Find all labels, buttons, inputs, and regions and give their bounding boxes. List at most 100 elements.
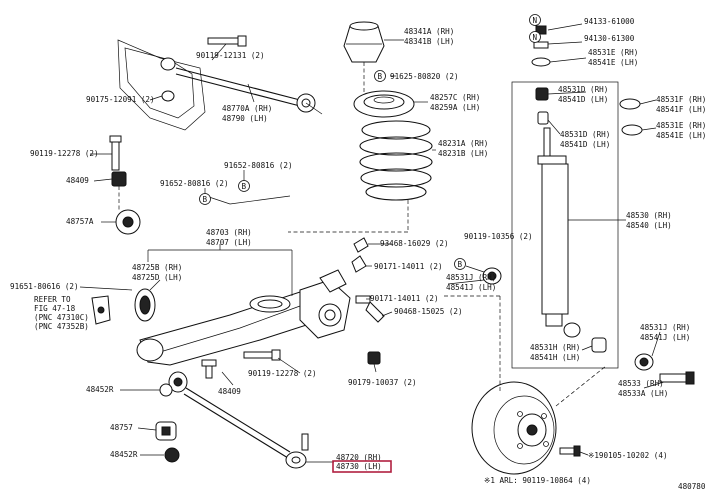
label-91652-left: 91652-80816 (2)	[160, 179, 229, 188]
part-number: (PNC 47310C)	[34, 313, 89, 322]
part-number: 48531F (RH)	[656, 95, 706, 104]
part-number: 48720 (RH)	[336, 453, 382, 462]
part-number: 48725B (RH)	[132, 263, 182, 272]
part-number: 48531J (RH)	[446, 273, 496, 282]
bump-stop-48341	[343, 21, 385, 63]
part-number: 48257C (RH)	[430, 93, 480, 102]
label-48231A: 48231A (RH) 48231B (LH)	[438, 139, 488, 158]
part-number: 48707 (LH)	[206, 238, 252, 247]
label-48452R-upper: 48452R	[86, 385, 114, 394]
label-90468: 90468-15025 (2)	[394, 307, 463, 316]
part-number: 48541H (LH)	[530, 353, 580, 362]
washer-48452R	[159, 383, 180, 463]
part-number: 91652-80816 (2)	[160, 179, 229, 188]
label-91625: 91625-80820 (2)	[390, 72, 459, 81]
part-number: REFER TO	[34, 295, 71, 304]
body-mount-bracket	[117, 39, 206, 131]
label-48530: 48530 (RH) 48540 (LH)	[626, 211, 672, 230]
label-90171-lower: 90171-14011 (2)	[370, 294, 439, 303]
part-number: 48452R	[86, 385, 114, 394]
part-number: 90119-10356 (2)	[464, 232, 533, 241]
bushing-48757A	[115, 209, 141, 235]
bolt-48533	[659, 371, 695, 385]
bolt-90119-12278-lower	[243, 349, 281, 361]
callout-letter: B	[242, 182, 247, 191]
part-number: 48757A	[66, 217, 94, 226]
label-48533: 48533 (RH) 48533A (LH)	[618, 379, 668, 398]
part-number: 48790 (LH)	[222, 114, 268, 123]
part-number: 90171-14011 (2)	[374, 262, 443, 271]
part-number: 48541E (LH)	[588, 58, 638, 67]
label-90171-upper: 90171-14011 (2)	[374, 262, 443, 271]
part-number: 48531E (RH)	[656, 121, 706, 130]
part-number: 90179-10037 (2)	[348, 378, 417, 387]
clip-93468	[351, 237, 369, 273]
bracket-refer	[91, 295, 111, 325]
part-number: 48409	[218, 387, 241, 396]
part-number: 48541J (LH)	[640, 333, 690, 342]
part-number: 94133-61000	[584, 17, 635, 26]
label-91652-right: 91652-80816 (2)	[224, 161, 293, 170]
part-number: 91651-80616 (2)	[10, 282, 79, 291]
part-number: ※1 ARL: 90119-10864 (4)	[484, 476, 591, 485]
callout-b-4: B	[454, 258, 466, 270]
label-footnote: ※1 ARL: 90119-10864 (4)	[484, 476, 591, 485]
bushing-48531J-right	[634, 353, 654, 371]
part-number: 90175-12091 (2)	[86, 95, 155, 104]
part-number: 48541D (LH)	[560, 140, 610, 149]
bushing-48531J-centre	[482, 267, 502, 285]
coil-spring-48231	[359, 120, 433, 201]
callout-letter: B	[378, 72, 383, 81]
part-number: 90119-12131 (2)	[196, 51, 265, 60]
shock-absorber-box	[511, 81, 619, 369]
bushing-48531D-upper	[535, 87, 549, 101]
label-48531J-centre: 48531J (RH) 48541J (LH)	[446, 273, 496, 292]
label-48452R-lower: 48452R	[110, 450, 138, 459]
callout-b-1: B	[374, 70, 386, 82]
part-number: 48531E (RH)	[588, 48, 638, 57]
label-90175-12091: 90175-12091 (2)	[86, 95, 155, 104]
callout-letter: N	[533, 33, 538, 42]
label-48531D-upper: 48531D (RH) 48541D (LH)	[558, 85, 608, 104]
bolt-90119-12278-upper	[109, 135, 122, 171]
part-number: 48703 (RH)	[206, 228, 252, 237]
part-number: (PNC 47352B)	[34, 322, 89, 331]
label-90119-12278-upper: 90119-12278 (2)	[30, 149, 99, 158]
part-number: 48530 (RH)	[626, 211, 672, 220]
nut-94133	[535, 25, 547, 35]
washer-94130	[533, 41, 549, 49]
retainer-48531E-top	[531, 57, 551, 67]
bushing-48531H	[591, 337, 607, 353]
part-number: 91625-80820 (2)	[390, 72, 459, 81]
part-number: 48541E (LH)	[656, 131, 706, 140]
label-48257C: 48257C (RH) 48259A (LH)	[430, 93, 480, 112]
part-number: 48231B (LH)	[438, 149, 488, 158]
part-number: 90119-12278 (2)	[30, 149, 99, 158]
retainer-48531F	[619, 98, 641, 110]
part-number: 48231A (RH)	[438, 139, 488, 148]
label-48531D-lower: 48531D (RH) 48541D (LH)	[560, 130, 610, 149]
bushing-48531D-lower	[537, 111, 549, 125]
part-number: 48541J (LH)	[446, 283, 496, 292]
callout-letter: B	[203, 195, 208, 204]
part-number: 48541D (LH)	[558, 95, 608, 104]
callout-b-2: B	[199, 193, 211, 205]
nut-48409	[111, 171, 127, 210]
part-number: 48531D (RH)	[560, 130, 610, 139]
callout-n-2: N	[529, 31, 541, 43]
label-94133: 94133-61000	[584, 17, 635, 26]
part-number: 48533A (LH)	[618, 389, 668, 398]
lower-control-rod	[168, 371, 309, 469]
part-number: 48730 (LH)	[336, 462, 382, 471]
label-90119-10356: 90119-10356 (2)	[464, 232, 533, 241]
label-93468: 93468-16029 (2)	[380, 239, 449, 248]
part-number: 480780	[678, 482, 706, 491]
brake-backing-plate	[471, 365, 607, 475]
label-48720: 48720 (RH)	[336, 453, 382, 462]
label-91651: 91651-80616 (2)	[10, 282, 79, 291]
part-number: 48531H (RH)	[530, 343, 580, 352]
nut-90179	[367, 351, 381, 365]
part-number: 48541F (LH)	[656, 105, 706, 114]
